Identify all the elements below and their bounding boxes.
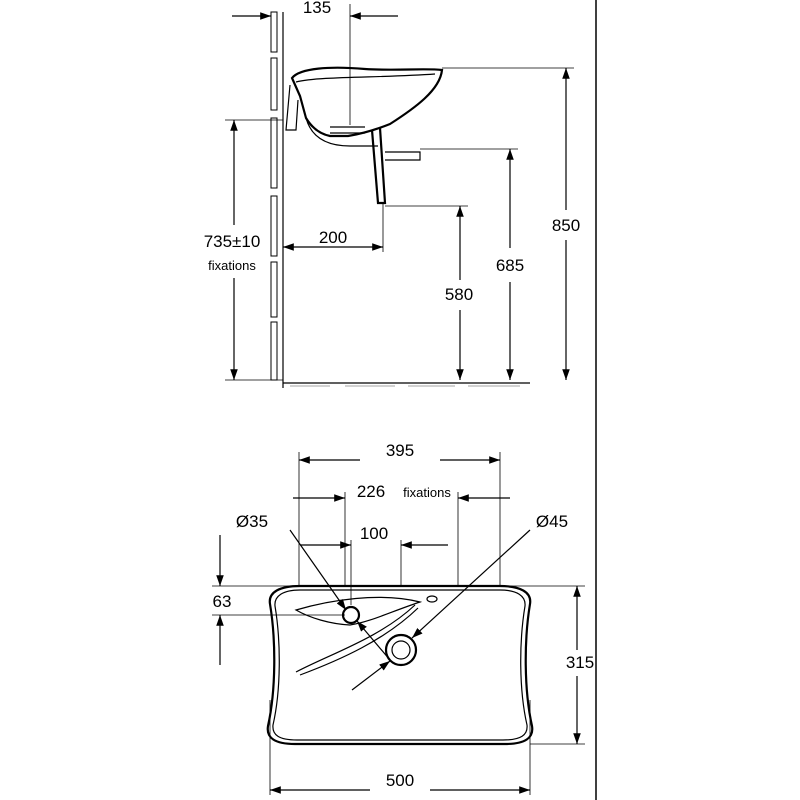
dim-685: 685 — [420, 148, 524, 380]
dim-735-sublabel: fixations — [208, 258, 256, 273]
basin-profile — [285, 66, 444, 205]
basin-outline — [266, 584, 534, 746]
dim-135-label: 135 — [303, 0, 331, 17]
dim-d45-label: Ø45 — [536, 512, 568, 531]
dim-735-label: 735±10 — [204, 232, 261, 251]
dim-580: 580 — [385, 205, 473, 380]
dim-500-label: 500 — [386, 771, 414, 790]
dim-200: 200 — [283, 204, 384, 252]
dim-63-label: 63 — [213, 592, 232, 611]
dim-135: 135 — [232, 0, 398, 125]
dim-200-label: 200 — [319, 228, 347, 247]
wall — [270, 11, 530, 388]
dim-226: 226 fixations — [293, 482, 510, 586]
dim-226-sublabel: fixations — [403, 485, 451, 500]
waste-hole — [384, 633, 418, 667]
dim-226-label: 226 — [357, 482, 385, 501]
dim-100: 100 — [300, 524, 448, 605]
overflow-hole — [426, 595, 438, 603]
dim-850-label: 850 — [552, 216, 580, 235]
dim-850: 850 — [442, 67, 580, 380]
dim-395-label: 395 — [386, 441, 414, 460]
dim-735: 735±10 fixations — [204, 119, 283, 381]
dim-100-label: 100 — [360, 524, 388, 543]
dim-d35: Ø35 — [236, 512, 391, 661]
dim-500: 500 — [269, 700, 531, 795]
side-view: 135 735±10 fixations 200 580 — [204, 0, 580, 388]
dim-d35-label: Ø35 — [236, 512, 268, 531]
dim-63: 63 — [212, 535, 345, 665]
dim-580-label: 580 — [445, 285, 473, 304]
dim-685-label: 685 — [496, 256, 524, 275]
dim-d45: Ø45 — [351, 512, 568, 691]
dim-315: 315 — [500, 585, 594, 745]
plan-view: 395 226 fixations 100 Ø35 — [212, 441, 594, 795]
dim-315-label: 315 — [566, 653, 594, 672]
dim-395: 395 — [298, 441, 501, 586]
